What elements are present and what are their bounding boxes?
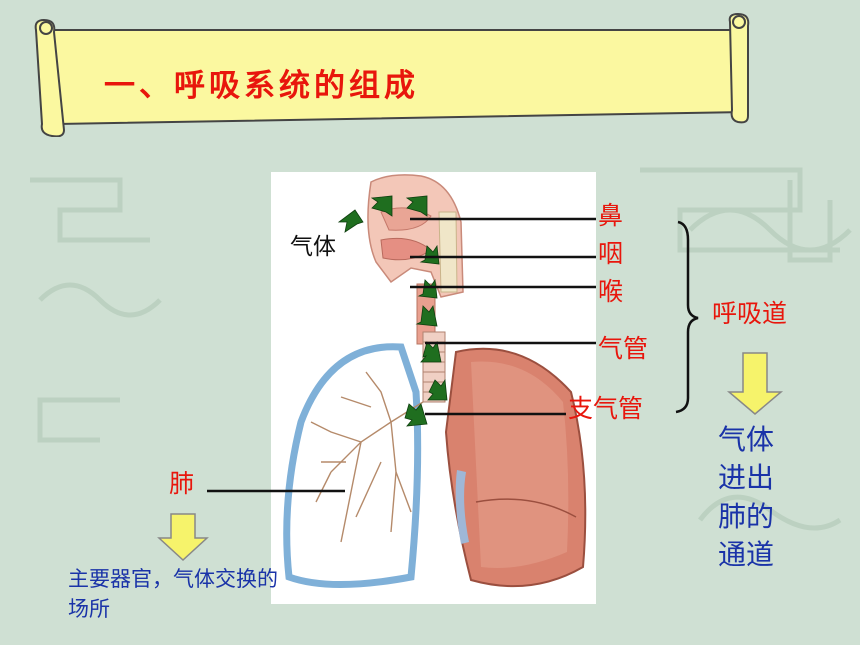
note-lung-function: 主要器官，气体交换的场所	[68, 567, 278, 621]
label-bronchus: 支气管	[568, 394, 644, 423]
label-trachea: 气管	[598, 334, 649, 363]
label-nose: 鼻	[598, 201, 624, 230]
label-larynx: 喉	[598, 277, 624, 306]
label-lung: 肺	[169, 469, 195, 498]
note-tract-function: 气体进出肺的通道	[718, 423, 775, 572]
title-scroll	[34, 12, 750, 137]
slide-title: 一、呼吸系统的组成	[104, 68, 419, 104]
label-air: 气体	[290, 234, 336, 260]
respiratory-system-illustration	[271, 172, 596, 604]
label-respiratory-tract: 呼吸道	[712, 299, 788, 328]
label-pharynx: 咽	[598, 239, 624, 268]
